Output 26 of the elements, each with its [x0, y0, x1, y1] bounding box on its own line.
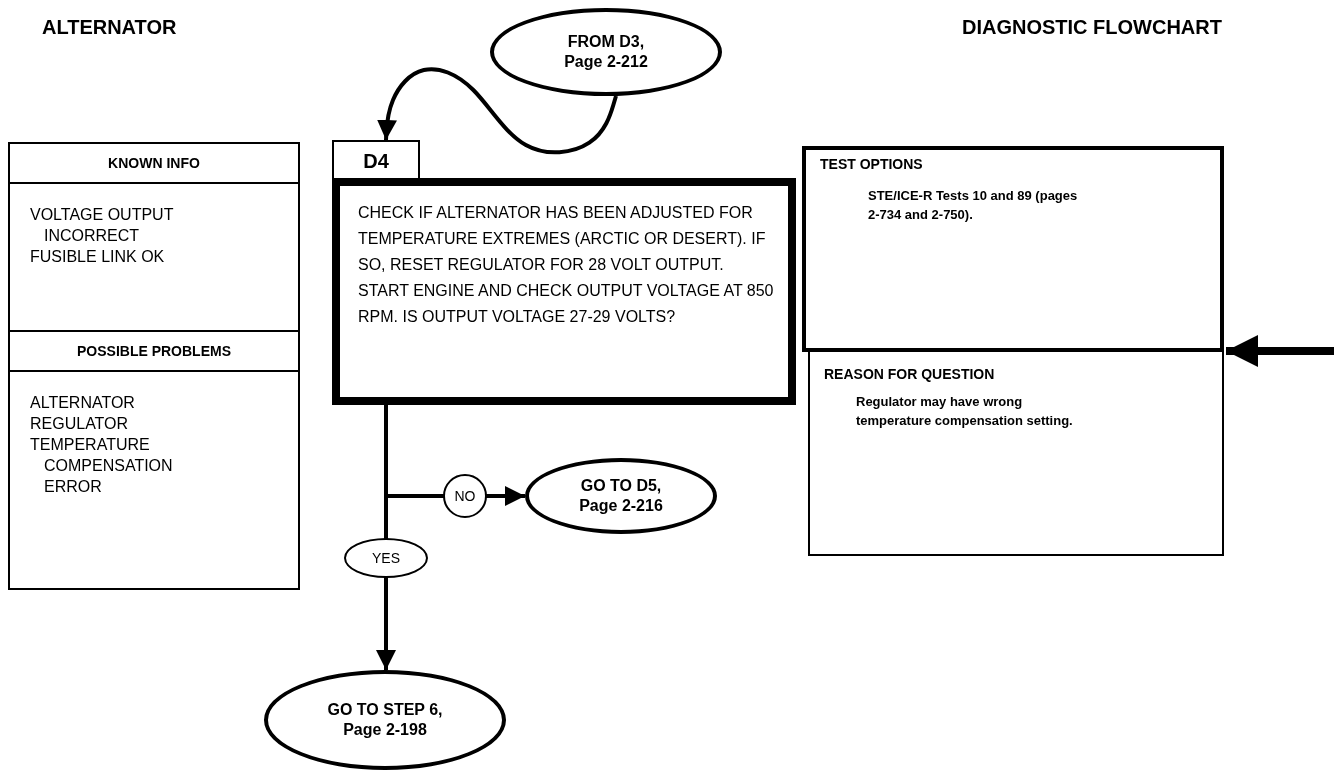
heading: DIAGNOSTIC FLOWCHART: [962, 16, 1222, 39]
panel-heading: KNOWN INFO: [10, 144, 298, 184]
question-box: CHECK IF ALTERNATOR HAS BEEN ADJUSTED FOR TEMPERATURE EXTREMES (ARCTIC OR DESERT). IF SO, RESET REGULATOR FOR 28 VOLT OUTPUT. START ENGINE AND CHECK OUTPUT VOLTAGE AT 850 RPM. IS OUTPUT VOLTAGE 27-29 VOLTS?: [332, 178, 796, 405]
panel-heading: TEST OPTIONS: [819, 155, 923, 172]
info-panel: [8, 330, 300, 590]
panel-text: STE/ICE-R Tests 10 and 89 (pages 2-734 and 2-750).: [867, 187, 1079, 224]
step-tab: D4: [332, 140, 420, 180]
edge-label: YES: [344, 538, 428, 578]
panel-heading: POSSIBLE PROBLEMS: [10, 332, 298, 372]
list-item: REGULATOR: [30, 414, 130, 434]
terminal-oval: GO TO STEP 6, Page 2-198: [264, 670, 506, 770]
info-panel: [802, 146, 1224, 352]
list-item: ALTERNATOR: [30, 393, 136, 413]
arrow: [1226, 335, 1334, 367]
edge-label: NO: [443, 474, 487, 518]
list-item: TEMPERATURE COMPENSATION ERROR: [30, 435, 174, 497]
arrow: [377, 67, 618, 155]
list-item: VOLTAGE OUTPUT INCORRECT: [30, 205, 175, 246]
panel-text: Regulator may have wrong temperature compensation setting.: [855, 393, 1074, 430]
list-item: FUSIBLE LINK OK: [30, 247, 166, 267]
panel-heading: REASON FOR QUESTION: [823, 365, 995, 382]
info-panel: [808, 352, 1224, 556]
terminal-oval: FROM D3, Page 2-212: [490, 8, 722, 96]
info-panel: [8, 142, 300, 332]
heading: ALTERNATOR: [42, 16, 177, 39]
terminal-oval: GO TO D5, Page 2-216: [525, 458, 717, 534]
